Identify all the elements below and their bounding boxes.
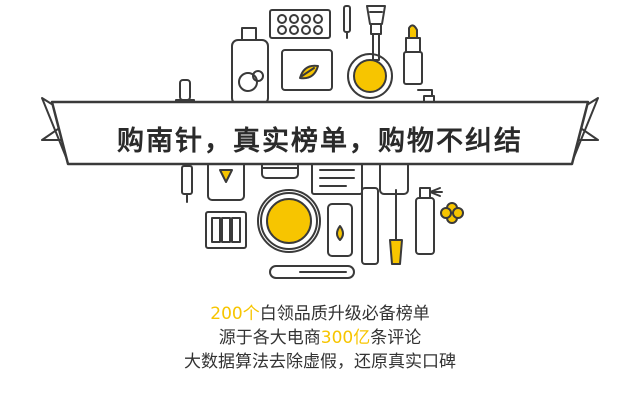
bottle-icon <box>231 27 269 105</box>
cream-tube-icon <box>327 203 353 257</box>
mascara-icon <box>361 187 403 265</box>
banner-title: 购南针，真实榜单，购物不纠结 <box>117 125 523 157</box>
caption-highlight-count: 200个 <box>210 304 260 324</box>
big-compact-icon <box>257 189 321 253</box>
pencil-icon <box>343 5 351 39</box>
caption-line-3: 大数据算法去除虚假，还原真实口碑 <box>184 352 456 372</box>
caption-line-2-prefix: 源于各大电商 <box>218 328 321 348</box>
banner-ribbon <box>41 97 599 166</box>
caption-line-1: 200个白领品质升级必备榜单 <box>0 302 640 326</box>
compact-mirror-icon <box>347 53 393 99</box>
brush-icon <box>366 5 386 61</box>
caption-line-2-suffix: 条评论 <box>370 328 422 348</box>
eyeliner-icon <box>269 265 355 279</box>
spray-bottle-icon <box>415 187 443 255</box>
caption-highlight-reviews: 300亿 <box>320 328 371 348</box>
flower-icon <box>440 202 464 224</box>
caption-line-1-text: 白领品质升级必备榜单 <box>259 304 430 324</box>
eye-palette-icon <box>205 211 247 249</box>
nail-polish-icon <box>181 165 193 203</box>
leaf-box-icon <box>281 49 333 91</box>
caption-line-2: 源于各大电商300亿条评论 <box>0 326 640 350</box>
lipstick-icon <box>403 24 423 85</box>
eyeshadow-palette-icon <box>269 9 331 39</box>
